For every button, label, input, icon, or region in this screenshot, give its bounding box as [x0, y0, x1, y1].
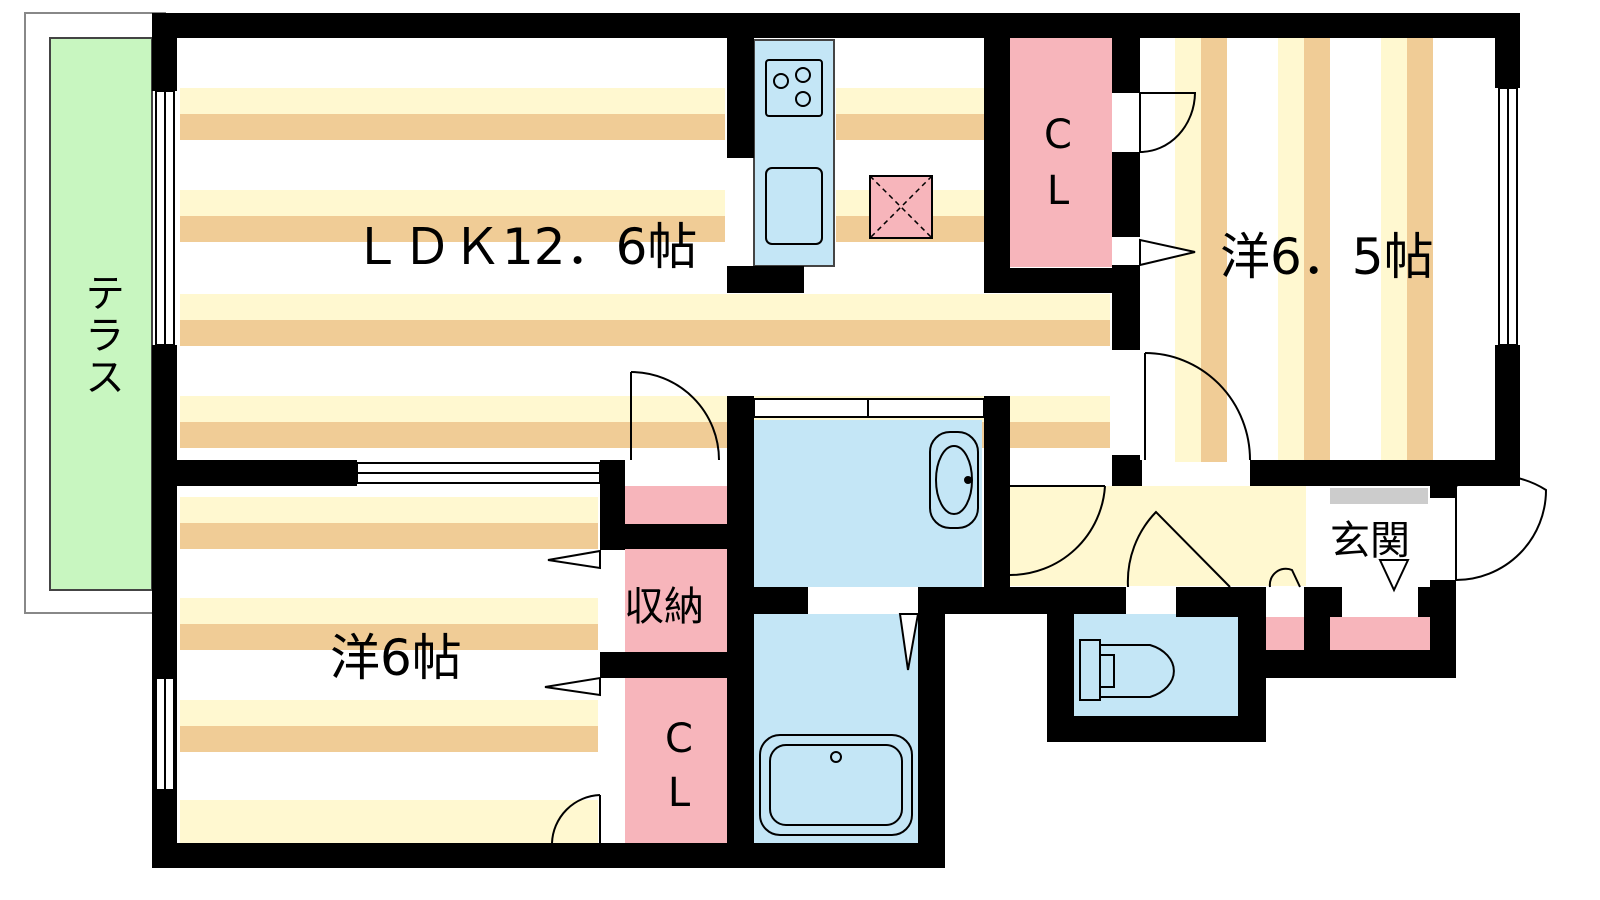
doors[interactable]	[551, 92, 1548, 844]
closet-top-label-c: C	[1044, 112, 1072, 158]
ldk-label: ＬＤＫ12．6帖	[352, 218, 697, 276]
closet-bottom-label-l: L	[668, 770, 691, 816]
closet-flaps	[544, 238, 1410, 697]
bathtub-icon	[759, 734, 913, 836]
closet-small-top[interactable]	[625, 486, 727, 524]
closet-top[interactable]	[1008, 37, 1112, 267]
stove-icon	[765, 59, 823, 117]
western-6-label: 洋6帖	[330, 629, 462, 687]
washroom[interactable]	[754, 420, 982, 587]
closet-bottom-label-c: C	[665, 716, 693, 762]
washbasin-icon	[929, 431, 979, 529]
closet-bottom[interactable]	[625, 678, 727, 843]
bathroom[interactable]	[754, 614, 919, 843]
storage[interactable]	[625, 549, 727, 652]
kitchen-counter[interactable]	[753, 39, 835, 267]
shoe-closet-small[interactable]	[1266, 617, 1304, 651]
toilet-icon	[1079, 639, 1175, 701]
toilet-room[interactable]	[1074, 614, 1238, 716]
western-6-floor[interactable]	[175, 485, 600, 843]
hallway-floor[interactable]	[1010, 486, 1306, 586]
entrance-label: 玄関	[1330, 518, 1410, 564]
shoe-closet[interactable]	[1330, 617, 1430, 651]
ventilation-icon	[869, 175, 933, 239]
kitchen-sink-icon	[765, 167, 823, 245]
terrace-label: テラス	[78, 272, 124, 398]
ldk-floor[interactable]	[175, 37, 1110, 462]
western-65-floor[interactable]	[1140, 37, 1496, 462]
entrance-step	[1330, 488, 1428, 504]
terrace[interactable]	[49, 37, 153, 591]
storage-label: 収納	[624, 584, 704, 630]
windows	[155, 87, 1518, 791]
walls	[152, 13, 1520, 868]
western-65-label: 洋6．5帖	[1220, 228, 1434, 286]
closet-top-label-l: L	[1047, 168, 1070, 214]
